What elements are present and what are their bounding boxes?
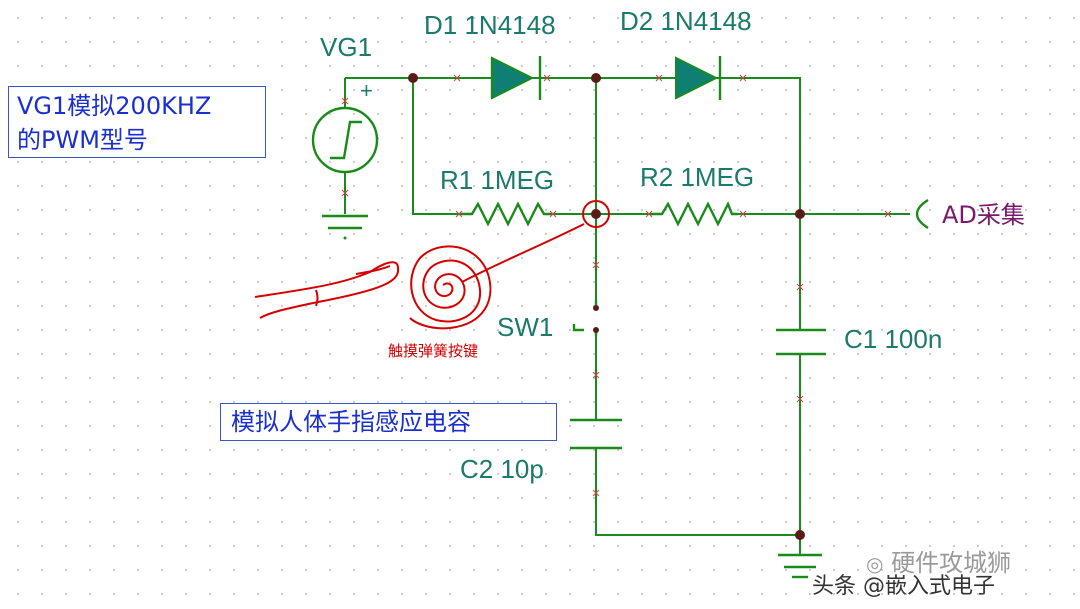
junction-top xyxy=(591,73,601,83)
ad-connector-symbol xyxy=(915,198,929,230)
wire-d2-right xyxy=(742,77,801,214)
junction-vg1 xyxy=(408,73,418,83)
junction-out xyxy=(795,209,805,219)
vg1-plus-label: + xyxy=(360,78,373,103)
capacitor-c2 xyxy=(570,418,622,450)
ground-symbol-main xyxy=(778,553,822,579)
ad-sample-label: AD采集 xyxy=(942,201,1025,229)
touch-point-circle xyxy=(582,200,610,228)
wechat-icon: ◎ xyxy=(866,552,884,576)
watermark-account-text: 硬件攻城狮 xyxy=(891,549,1012,577)
c2-label: C2 10p xyxy=(460,454,544,484)
vg1-source xyxy=(311,78,379,174)
vg1-label: VG1 xyxy=(320,32,373,62)
junction-bottom xyxy=(795,530,805,540)
r1-label: R1 1MEG xyxy=(440,165,555,195)
d1-label: D1 1N4148 xyxy=(424,10,556,40)
touch-key-label: 触摸弹簧按键 xyxy=(388,342,479,360)
spiral-drawing xyxy=(409,223,585,330)
wire-c2-bottom xyxy=(595,448,800,536)
junction-mid xyxy=(591,209,601,219)
capacitor-c1 xyxy=(776,328,826,356)
switch-sw1 xyxy=(572,300,599,336)
finger-drawing xyxy=(254,261,400,319)
diode-d1 xyxy=(458,56,542,100)
watermark-source: 头条 @嵌入式电子 xyxy=(812,574,995,599)
pwm-note-line2: 的PWM型号 xyxy=(17,126,148,154)
pwm-note-box: VG1模拟200KHZ 的PWM型号 xyxy=(8,86,266,158)
wire-vg1-top xyxy=(345,77,460,215)
resistor-r1 xyxy=(460,201,552,227)
pwm-note-line1: VG1模拟200KHZ xyxy=(17,92,212,120)
r2-label: R2 1MEG xyxy=(640,162,755,192)
sw1-label: SW1 xyxy=(497,312,554,342)
resistor-r2 xyxy=(650,201,738,227)
diode-d2 xyxy=(660,56,742,100)
pin-ticks xyxy=(341,74,892,497)
watermark-account: ◎ 硬件攻城狮 xyxy=(866,543,1011,578)
finger-capacitance-note: 模拟人体手指感应电容 xyxy=(220,403,557,441)
c1-label: C1 100n xyxy=(844,324,943,354)
d2-label: D2 1N4148 xyxy=(620,6,752,36)
ground-symbol-vg1 xyxy=(322,214,368,240)
